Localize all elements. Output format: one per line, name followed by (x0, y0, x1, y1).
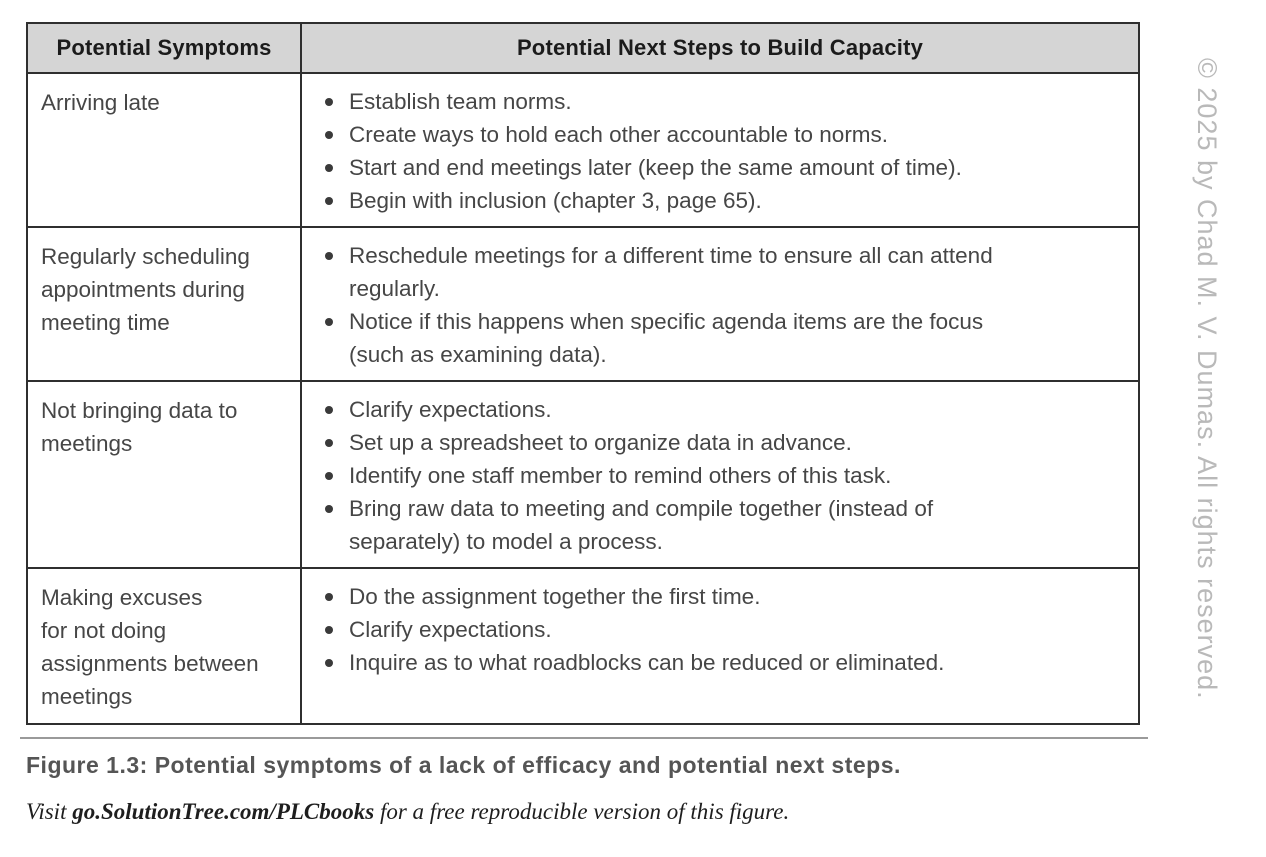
table-row: Making excuses for not doing assignments… (26, 567, 1140, 725)
steps-cell: Establish team norms.Create ways to hold… (300, 72, 1140, 228)
table-header-row: Potential Symptoms Potential Next Steps … (26, 22, 1140, 74)
step-item: Clarify expectations. (320, 613, 1040, 646)
step-item: Reschedule meetings for a different time… (320, 239, 1040, 305)
step-item: Clarify expectations. (320, 393, 1040, 426)
step-item: Notice if this happens when specific age… (320, 305, 1040, 371)
header-potential-symptoms: Potential Symptoms (26, 22, 302, 74)
reproducible-note: Visit go.SolutionTree.com/PLCbooks for a… (26, 799, 1136, 825)
steps-cell: Reschedule meetings for a different time… (300, 226, 1140, 382)
steps-list: Clarify expectations.Set up a spreadshee… (320, 393, 1040, 558)
solution-tree-link[interactable]: go.SolutionTree.com/PLCbooks (72, 799, 375, 824)
figure-table-container: Potential Symptoms Potential Next Steps … (26, 22, 1140, 725)
step-item: Do the assignment together the first tim… (320, 580, 1040, 613)
table-row: Arriving late Establish team norms.Creat… (26, 72, 1140, 228)
steps-list: Reschedule meetings for a different time… (320, 239, 1040, 371)
symptom-cell: Regularly scheduling appointments during… (26, 226, 302, 382)
symptoms-table: Potential Symptoms Potential Next Steps … (26, 22, 1140, 725)
table-row: Regularly scheduling appointments during… (26, 226, 1140, 382)
symptom-cell: Not bringing data to meetings (26, 380, 302, 569)
steps-cell: Do the assignment together the first tim… (300, 567, 1140, 725)
step-item: Start and end meetings later (keep the s… (320, 151, 1040, 184)
steps-list: Do the assignment together the first tim… (320, 580, 1040, 679)
step-item: Set up a spreadsheet to organize data in… (320, 426, 1040, 459)
step-item: Begin with inclusion (chapter 3, page 65… (320, 184, 1040, 217)
step-item: Establish team norms. (320, 85, 1040, 118)
note-suffix: for a free reproducible version of this … (374, 799, 790, 824)
step-item: Identify one staff member to remind othe… (320, 459, 1040, 492)
step-item: Bring raw data to meeting and compile to… (320, 492, 1040, 558)
symptom-cell: Arriving late (26, 72, 302, 228)
steps-list: Establish team norms.Create ways to hold… (320, 85, 1040, 217)
copyright-vertical-text: © 2025 by Chad M. V. Dumas. All rights r… (1192, 58, 1222, 700)
symptom-cell: Making excuses for not doing assignments… (26, 567, 302, 725)
steps-cell: Clarify expectations.Set up a spreadshee… (300, 380, 1140, 569)
figure-caption: Figure 1.3: Potential symptoms of a lack… (26, 752, 901, 778)
step-item: Create ways to hold each other accountab… (320, 118, 1040, 151)
header-next-steps: Potential Next Steps to Build Capacity (300, 22, 1140, 74)
caption-divider-rule (20, 737, 1148, 739)
step-item: Inquire as to what roadblocks can be red… (320, 646, 1040, 679)
note-prefix: Visit (26, 799, 73, 824)
table-row: Not bringing data to meetings Clarify ex… (26, 380, 1140, 569)
